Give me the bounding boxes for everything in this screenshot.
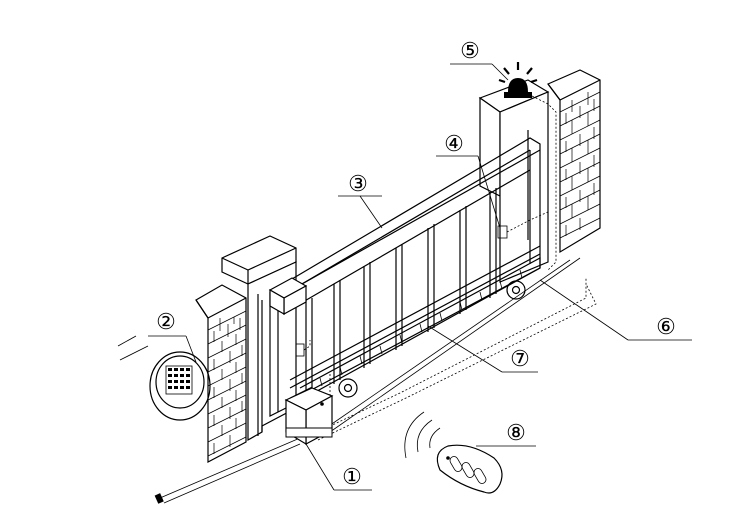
- sliding-gate: [269, 137, 541, 417]
- callout-4: ④: [444, 132, 464, 157]
- callout-2: ②: [156, 310, 176, 335]
- left-brick-wall: [195, 284, 247, 463]
- keypad-icon: [117, 335, 211, 421]
- callout-7: ⑦: [510, 347, 530, 372]
- warning-lamp-icon: [498, 62, 557, 271]
- callout-3: ③: [348, 172, 368, 197]
- gate-motor-icon: [284, 386, 334, 446]
- leader-lines: [148, 63, 692, 491]
- callout-6: ⑥: [656, 315, 676, 340]
- cable-end-marker: [154, 493, 164, 504]
- callout-labels: ① ② ③ ④ ⑤ ⑥ ⑦ ⑧: [156, 39, 676, 490]
- gate-post-cap: [268, 277, 308, 316]
- callout-5: ⑤: [460, 39, 480, 64]
- right-pillar: [478, 79, 550, 283]
- right-brick-wall: [547, 69, 601, 254]
- callout-1: ①: [342, 465, 362, 490]
- callout-8: ⑧: [506, 421, 526, 446]
- ground-lines: [159, 257, 597, 504]
- remote-control-icon: [404, 411, 503, 494]
- photocell-icon: [295, 211, 549, 357]
